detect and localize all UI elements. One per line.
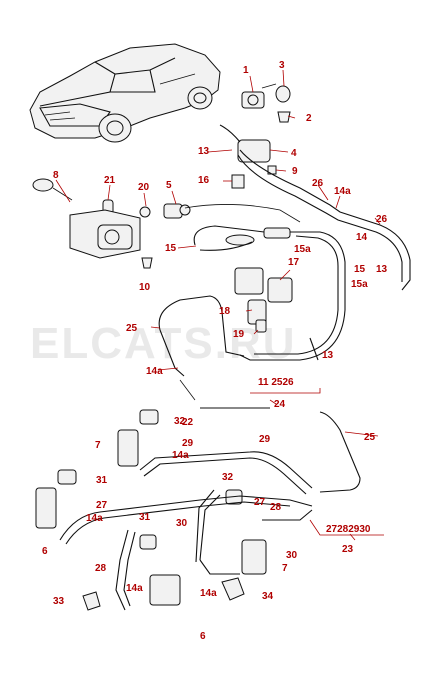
callout-19: 19 <box>233 329 245 340</box>
callout-14a-bottom: 14a <box>126 583 143 594</box>
car-illustration <box>29 43 221 143</box>
callout-25-left: 25 <box>126 323 138 334</box>
callout-13-top: 13 <box>198 146 210 157</box>
callout-26-top: 26 <box>312 178 324 189</box>
callout-32-top: 32 <box>174 416 186 427</box>
callout-7-left: 7 <box>95 440 101 451</box>
callout-18: 18 <box>219 306 231 317</box>
callout-28-right: 28 <box>270 502 282 513</box>
callout-16: 16 <box>198 175 210 186</box>
callout-31-right: 31 <box>139 512 151 523</box>
callout-31-left: 31 <box>96 475 108 486</box>
callout-30-right: 30 <box>286 550 298 561</box>
callout-25-right: 25 <box>364 432 376 443</box>
callout-2: 2 <box>306 113 312 124</box>
callout-34: 34 <box>262 591 274 602</box>
callout-27-left: 27 <box>96 500 108 511</box>
callout-33: 33 <box>53 596 65 607</box>
callout-14a-top: 14a <box>334 186 351 197</box>
callout-22: 22 <box>182 417 194 428</box>
callout-32-left: 32 <box>222 472 234 483</box>
callout-4: 4 <box>291 148 297 159</box>
callout-14a-mid: 14a <box>146 366 163 377</box>
callout-5: 5 <box>166 180 172 191</box>
callout-3: 3 <box>279 60 285 71</box>
callout-27-mid: 27 <box>254 497 266 508</box>
leader-lines <box>55 69 384 541</box>
callout-14a-bottom-right: 14a <box>200 588 217 599</box>
callout-15-left: 15 <box>165 243 177 254</box>
callout-29-right: 29 <box>259 434 271 445</box>
callout-30-left: 30 <box>176 518 188 529</box>
callout-17: 17 <box>288 257 300 268</box>
callout-10: 10 <box>139 282 151 293</box>
callout-21: 21 <box>104 175 116 186</box>
callout-13-mid: 13 <box>322 350 334 361</box>
callout-14-right: 14 <box>356 232 368 243</box>
callout-labels: 1 2 3 4 5 6 6 7 7 8 9 10 11 2526 13 13 1… <box>42 60 388 642</box>
callout-14a-left: 14a <box>86 513 103 524</box>
callout-26-right: 26 <box>376 214 388 225</box>
callout-23: 23 <box>342 544 354 555</box>
callout-8: 8 <box>53 170 59 181</box>
callout-27-28-29-30: 27282930 <box>326 524 371 535</box>
callout-15-right: 15 <box>354 264 366 275</box>
callout-15a-left: 15a <box>294 244 311 255</box>
callout-14a-lower: 14a <box>172 450 189 461</box>
callout-9: 9 <box>292 166 298 177</box>
callout-24: 24 <box>274 399 286 410</box>
callout-15a-right: 15a <box>351 279 368 290</box>
callout-11-25-26: 11 2526 <box>258 377 294 388</box>
pipe-network-upper <box>158 149 411 401</box>
pipe-network-lower <box>59 407 361 611</box>
callout-20: 20 <box>138 182 150 193</box>
callout-1: 1 <box>243 65 249 76</box>
part-group-lower <box>35 409 267 611</box>
callout-6-bottom: 6 <box>200 631 206 642</box>
callout-7-right: 7 <box>282 563 288 574</box>
callout-13-right: 13 <box>376 264 388 275</box>
callout-29-left: 29 <box>182 438 194 449</box>
callout-28-left: 28 <box>95 563 107 574</box>
callout-6-left: 6 <box>42 546 48 557</box>
